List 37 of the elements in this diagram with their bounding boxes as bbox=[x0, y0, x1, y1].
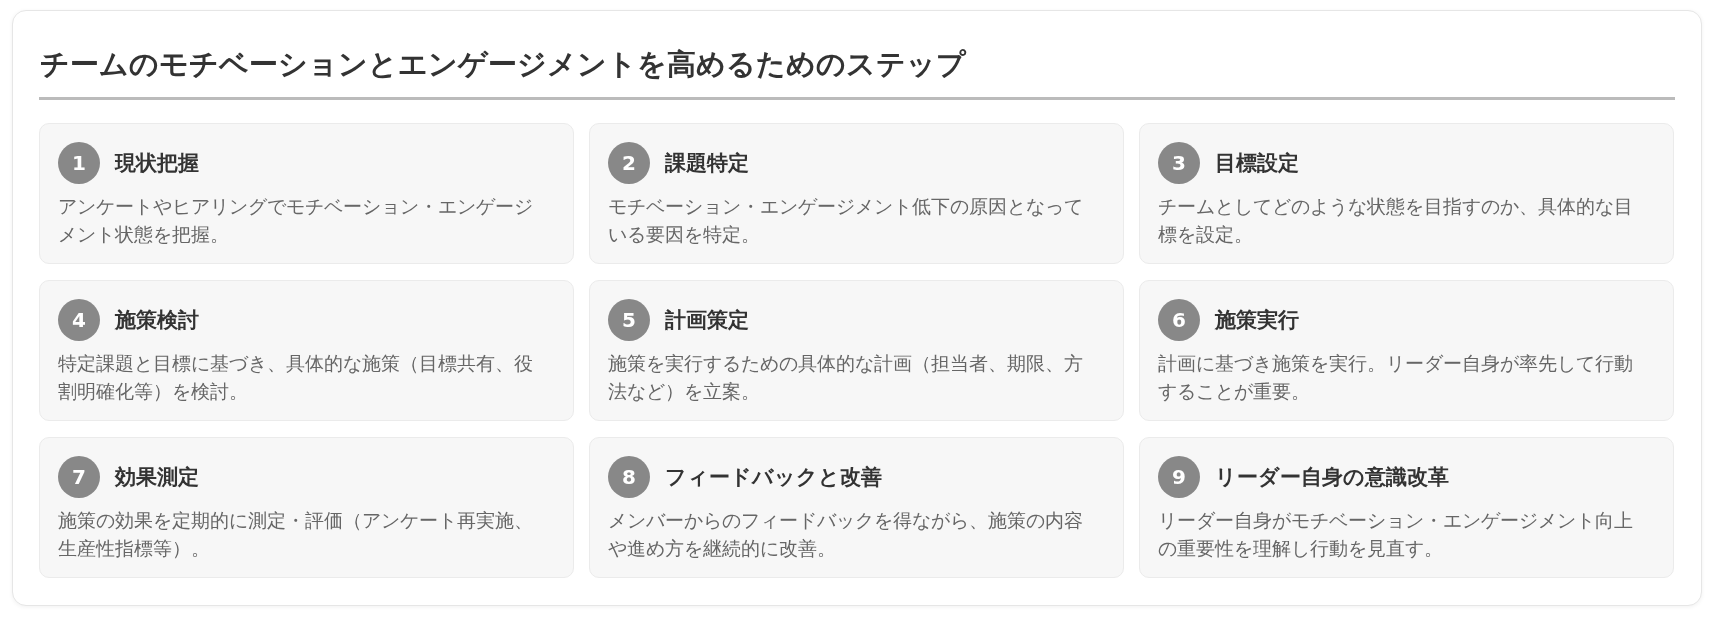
number-circle: 1 bbox=[58, 142, 100, 184]
step-heading: 効果測定 bbox=[115, 464, 199, 491]
number-circle: 4 bbox=[58, 299, 100, 341]
step-description: 特定課題と目標に基づき、具体的な施策（目標共有、役割明確化等）を検討。 bbox=[58, 351, 534, 404]
number-circle: 7 bbox=[58, 456, 100, 498]
number-circle: 6 bbox=[1158, 299, 1200, 341]
step-heading: 目標設定 bbox=[1215, 150, 1299, 177]
step-description: アンケートやヒアリングでモチベーション・エンゲージメント状態を把握。 bbox=[58, 194, 534, 247]
number-circle: 3 bbox=[1158, 142, 1200, 184]
step-heading: 施策検討 bbox=[115, 307, 199, 334]
step-card bbox=[589, 437, 1124, 578]
number-circle: 2 bbox=[608, 142, 650, 184]
step-description: 施策の効果を定期的に測定・評価（アンケート再実施、生産性指標等）。 bbox=[58, 508, 534, 561]
step-description: 施策を実行するための具体的な計画（担当者、期限、方法など）を立案。 bbox=[608, 351, 1084, 404]
step-heading: 計画策定 bbox=[665, 307, 749, 334]
step-card bbox=[589, 280, 1124, 421]
number-circle: 8 bbox=[608, 456, 650, 498]
step-description: 計画に基づき施策を実行。リーダー自身が率先して行動することが重要。 bbox=[1158, 351, 1634, 404]
step-description: チームとしてどのような状態を目指すのか、具体的な目標を設定。 bbox=[1158, 194, 1634, 247]
step-heading: 施策実行 bbox=[1215, 307, 1299, 334]
number-circle: 5 bbox=[608, 299, 650, 341]
step-card bbox=[1139, 280, 1674, 421]
step-heading: 現状把握 bbox=[115, 150, 199, 177]
title: チームのモチベーションとエンゲージメントを高めるためのステップ bbox=[40, 46, 966, 83]
step-card bbox=[39, 437, 574, 578]
step-description: メンバーからのフィードバックを得ながら、施策の内容や進め方を継続的に改善。 bbox=[608, 508, 1084, 561]
step-card bbox=[1139, 437, 1674, 578]
step-heading: フィードバックと改善 bbox=[665, 464, 882, 491]
number-circle: 9 bbox=[1158, 456, 1200, 498]
step-heading: リーダー自身の意識改革 bbox=[1215, 464, 1449, 491]
step-card bbox=[1139, 123, 1674, 264]
step-card bbox=[39, 123, 574, 264]
step-card bbox=[589, 123, 1124, 264]
step-description: モチベーション・エンゲージメント低下の原因となっている要因を特定。 bbox=[608, 194, 1084, 247]
step-card bbox=[39, 280, 574, 421]
step-description: リーダー自身がモチベーション・エンゲージメント向上の重要性を理解し行動を見直す。 bbox=[1158, 508, 1634, 561]
step-heading: 課題特定 bbox=[665, 150, 749, 177]
